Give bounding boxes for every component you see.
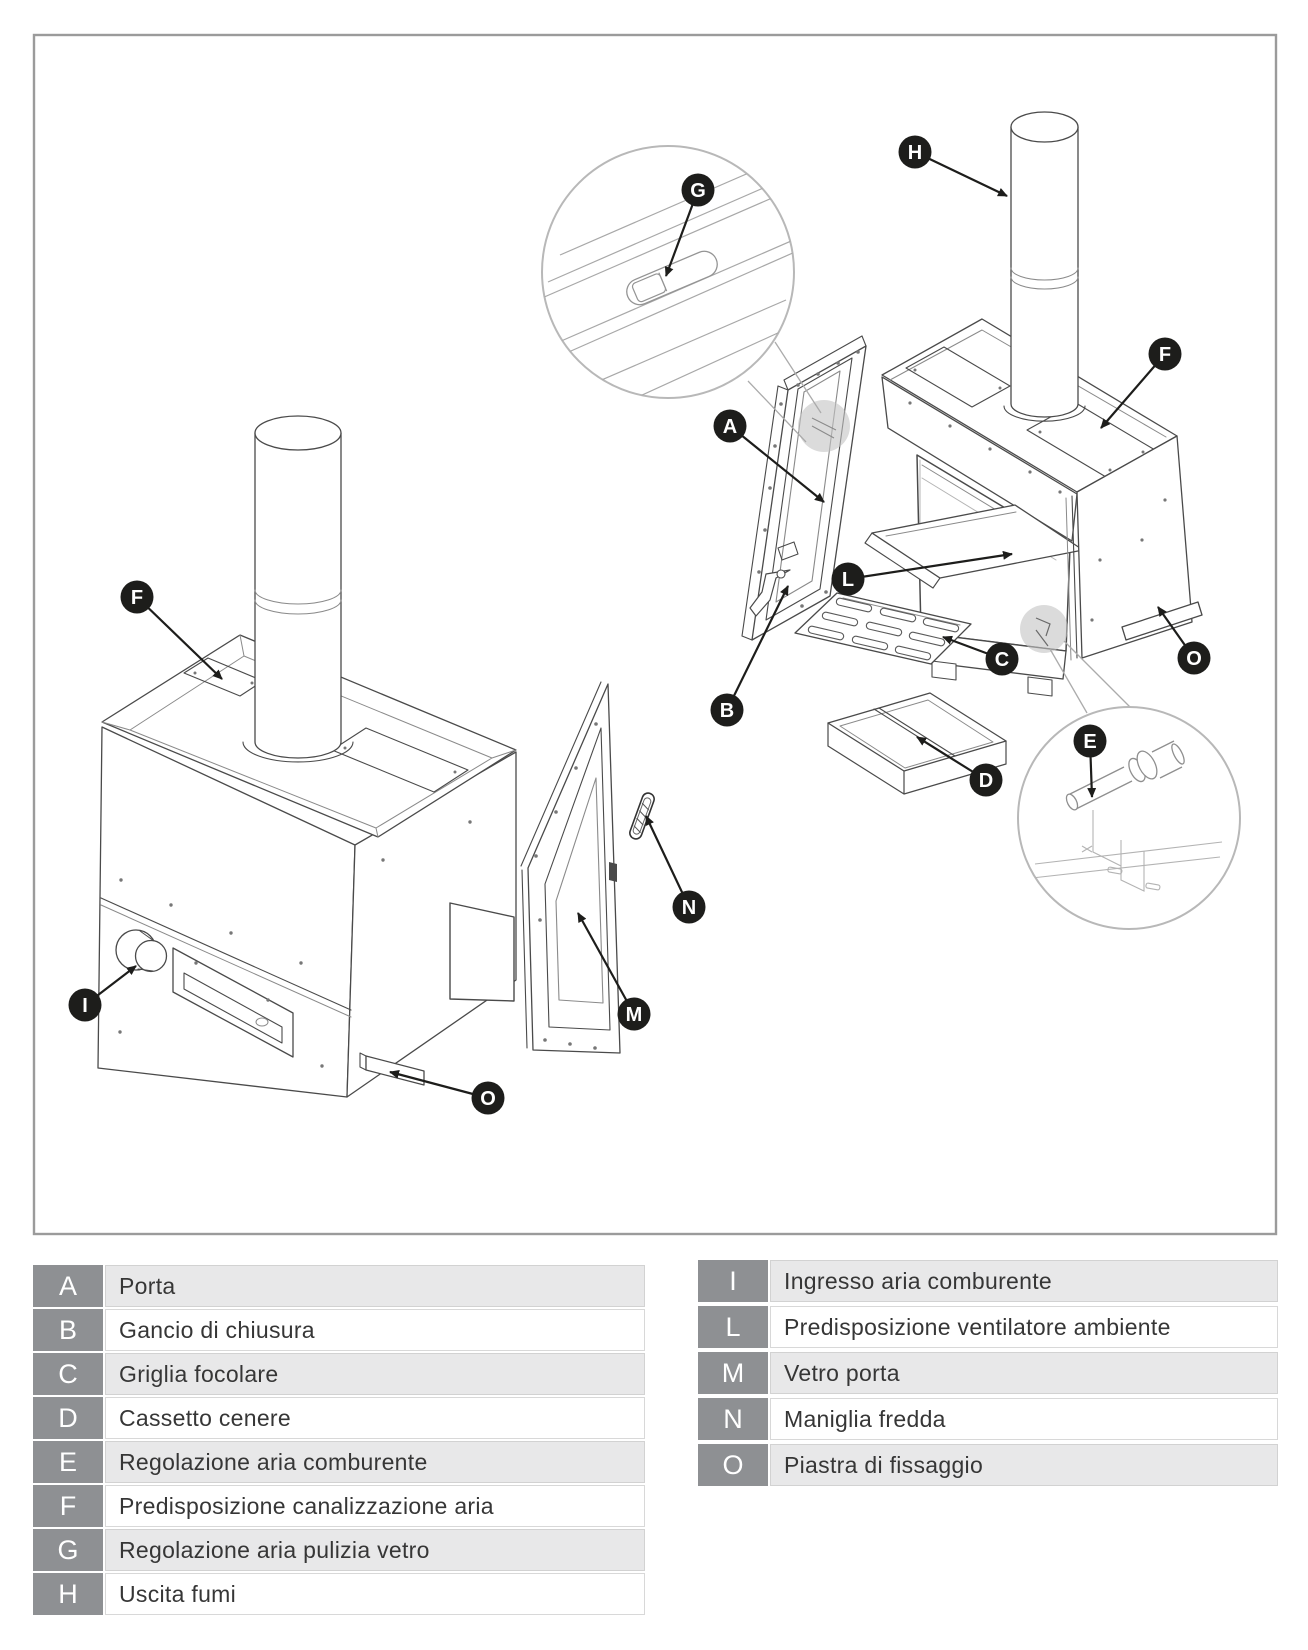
callout-arrow-b (726, 585, 789, 711)
shade-spot-air-regulator (1020, 605, 1068, 653)
legend-key: A (33, 1265, 103, 1307)
legend-key: D (33, 1397, 103, 1439)
legend-label: Maniglia fredda (770, 1398, 1278, 1440)
callout-c: C (985, 642, 1019, 676)
callout-arrow-f-left (136, 596, 223, 680)
legend-row: F Predisposizione canalizzazione aria (33, 1485, 645, 1527)
callout-l: L (831, 562, 865, 596)
callout-arrow-o-left (389, 1069, 489, 1100)
cold-handle (629, 792, 655, 840)
callout-m: M (617, 997, 651, 1031)
legend-label: Predisposizione ventilatore ambiente (770, 1306, 1278, 1348)
legend-key: F (33, 1485, 103, 1527)
detail-circle-g (541, 145, 795, 399)
legend-row: A Porta (33, 1265, 645, 1307)
legend-label: Griglia focolare (105, 1353, 645, 1395)
legend-row: O Piastra di fissaggio (698, 1444, 1278, 1486)
callout-i: I (68, 988, 102, 1022)
callout-f-left: F (120, 580, 154, 614)
callout-a: A (713, 409, 747, 443)
legend-row: G Regolazione aria pulizia vetro (33, 1529, 645, 1571)
legend-row: B Gancio di chiusura (33, 1309, 645, 1351)
callout-g: G (681, 173, 715, 207)
legend-label: Regolazione aria pulizia vetro (105, 1529, 645, 1571)
callout-d-letter: D (979, 770, 993, 792)
callout-f-left-letter: F (131, 587, 143, 609)
legend-label: Porta (105, 1265, 645, 1307)
callout-g-letter: G (690, 180, 706, 202)
detail-connectors (747, 341, 1131, 714)
legend-label: Predisposizione canalizzazione aria (105, 1485, 645, 1527)
legend-key: O (698, 1444, 768, 1486)
legend-row: M Vetro porta (698, 1352, 1278, 1394)
detail-circle-e (1017, 706, 1241, 930)
callout-c-letter: C (995, 649, 1009, 671)
callout-a-letter: A (723, 416, 737, 438)
callout-o-left: O (471, 1081, 505, 1115)
legend-key: H (33, 1573, 103, 1615)
callout-n-letter: N (682, 897, 696, 919)
callout-arrow-h (914, 151, 1008, 197)
legend-key: E (33, 1441, 103, 1483)
legend-key: M (698, 1352, 768, 1394)
legend-row: H Uscita fumi (33, 1573, 645, 1615)
legend-key: L (698, 1306, 768, 1348)
legend-key: I (698, 1260, 768, 1302)
legend-label: Ingresso aria comburente (770, 1260, 1278, 1302)
legend-key: N (698, 1398, 768, 1440)
legend-row: N Maniglia fredda (698, 1398, 1278, 1440)
legend-label: Piastra di fissaggio (770, 1444, 1278, 1486)
callout-o-right: O (1177, 641, 1211, 675)
legend-row: D Cassetto cenere (33, 1397, 645, 1439)
callout-i-letter: I (82, 995, 88, 1017)
callout-n: N (672, 890, 706, 924)
right-stove-illustration (741, 111, 1203, 795)
legend-row: L Predisposizione ventilatore ambiente (698, 1306, 1278, 1348)
legend-label: Cassetto cenere (105, 1397, 645, 1439)
callout-arrow-n (645, 815, 690, 908)
callout-b: B (710, 693, 744, 727)
legend-label: Regolazione aria comburente (105, 1441, 645, 1483)
legend-row: C Griglia focolare (33, 1353, 645, 1395)
callout-b-letter: B (720, 700, 734, 722)
legend-key: C (33, 1353, 103, 1395)
callout-h: H (898, 135, 932, 169)
legend-label: Vetro porta (770, 1352, 1278, 1394)
callout-d: D (969, 763, 1003, 797)
callout-e: E (1073, 724, 1107, 758)
legend-label: Uscita fumi (105, 1573, 645, 1615)
left-stove-illustration (97, 415, 655, 1098)
shade-spot-door-vent (798, 400, 850, 452)
callout-o-left-letter: O (480, 1088, 496, 1110)
legend-left-table: A Porta B Gancio di chiusura C Griglia f… (33, 1265, 645, 1615)
callout-o-right-letter: O (1186, 648, 1202, 670)
legend-row: I Ingresso aria comburente (698, 1260, 1278, 1302)
legend-key: B (33, 1309, 103, 1351)
callout-m-letter: M (626, 1004, 643, 1026)
callout-e-letter: E (1083, 731, 1096, 753)
legend-key: G (33, 1529, 103, 1571)
callout-arrow-m (577, 912, 635, 1015)
callout-f-right: F (1148, 337, 1182, 371)
callout-arrow-l (847, 550, 1013, 581)
callout-badges: A B C D E F F G (68, 135, 1211, 1115)
legend-right-table: I Ingresso aria comburente L Predisposiz… (698, 1260, 1278, 1486)
callout-f-right-letter: F (1159, 344, 1171, 366)
legend-row: E Regolazione aria comburente (33, 1441, 645, 1483)
legend-label: Gancio di chiusura (105, 1309, 645, 1351)
callout-l-letter: L (842, 569, 854, 591)
callout-arrow-a (729, 425, 825, 503)
figure-border (32, 33, 1278, 1236)
callout-h-letter: H (908, 142, 922, 164)
